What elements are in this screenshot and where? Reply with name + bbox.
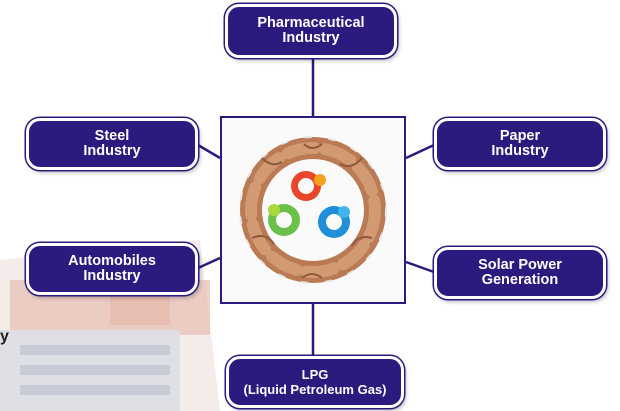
connector-paper [405,143,435,160]
node-label-line: Industry [282,30,340,46]
connector-steel [197,143,221,160]
node-label-line: (Liquid Petroleum Gas) [243,382,387,397]
hands-circle-logo-icon [239,136,387,284]
node-solar-power-generation: Solar Power Generation [434,247,606,299]
node-label-line: LPG [301,367,329,382]
stray-text-fragment: y [0,328,9,345]
node-lpg: LPG (Liquid Petroleum Gas) [226,356,404,408]
node-label-line: Industry [83,268,141,284]
node-steel-industry: Steel Industry [26,118,198,170]
node-label-line: Steel [94,128,130,144]
node-automobiles-industry: Automobiles Industry [26,243,198,295]
node-label-line: Generation [481,272,559,288]
node-label-line: Industry [83,143,141,159]
node-label-line: Pharmaceutical [257,15,365,31]
node-pharmaceutical-industry: Pharmaceutical Industry [225,4,397,58]
connector-solar [405,260,435,274]
node-label-line: Industry [491,143,549,159]
node-paper-industry: Paper Industry [434,118,606,170]
node-label-line: Paper [499,128,541,144]
connector-auto [197,256,221,270]
center-image-hands-logo [220,116,406,304]
node-label-line: Solar Power [478,257,562,273]
node-label-line: Automobiles [68,253,156,269]
